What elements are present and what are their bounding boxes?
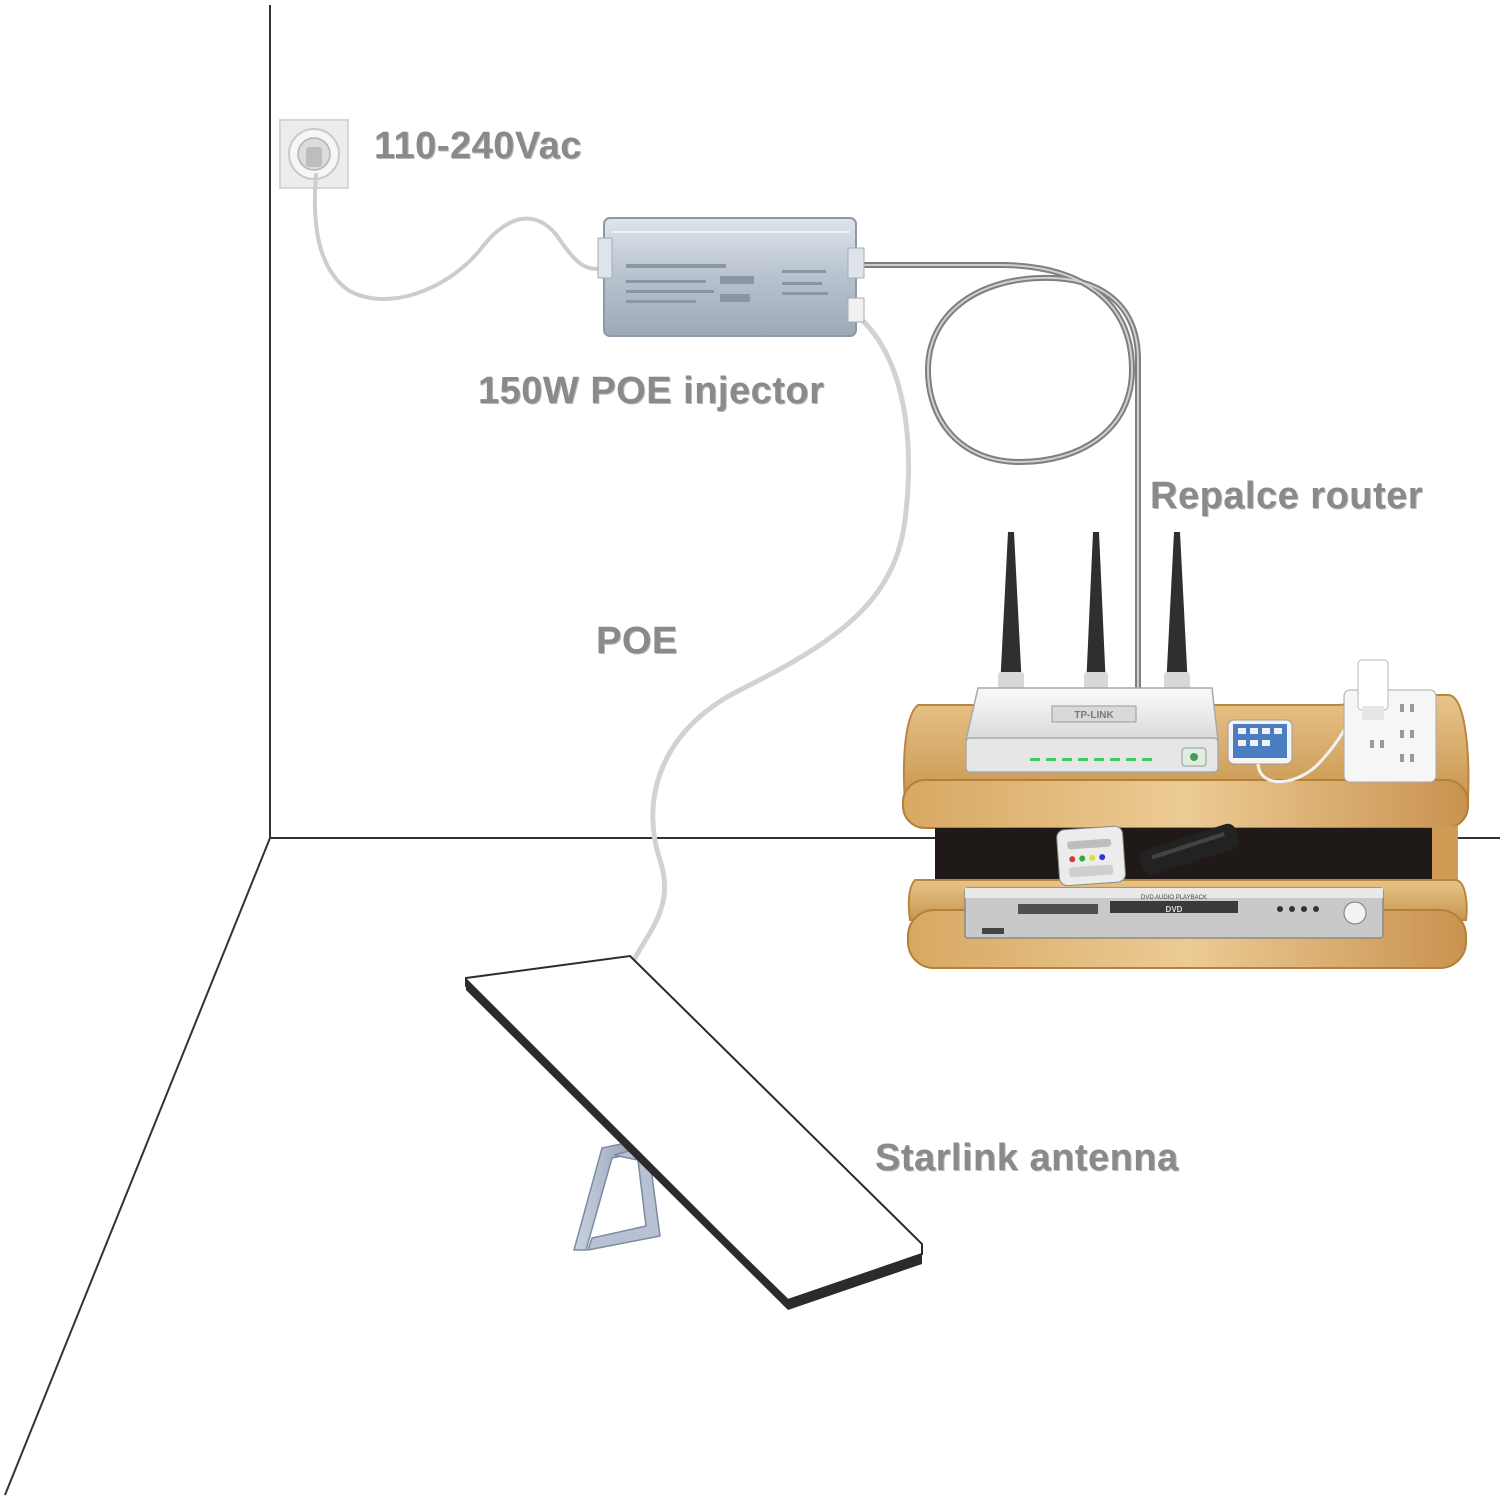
smartphone: [1227, 719, 1293, 765]
poe-cable-label: POE: [596, 620, 678, 662]
poe-injector: [597, 217, 865, 337]
remote-controls: [1056, 823, 1239, 887]
router: TP-LINK: [965, 687, 1219, 773]
injector-label: 150W POE injector: [478, 370, 825, 412]
router-label: Repalce router: [1150, 475, 1424, 517]
router-brand: TP-LINK: [1074, 710, 1114, 721]
power-strip: [1343, 659, 1437, 783]
router-antennas: [998, 532, 1190, 690]
ac-power-cable: [312, 173, 604, 301]
dvd-player-caption: DVD AUDIO PLAYBACK: [1141, 895, 1207, 901]
wall-outlet: [279, 119, 349, 189]
dvd-player-brand: DVD: [1166, 905, 1183, 914]
ethernet-cable-to-router: [855, 262, 1141, 693]
dvd-player: DVD AUDIO PLAYBACK DVD: [964, 887, 1384, 939]
antenna-label: Starlink antenna: [875, 1137, 1179, 1179]
floor-corner-line: [4, 837, 271, 1496]
poe-cable: [632, 315, 911, 961]
power-outlet-label: 110-240Vac: [374, 125, 582, 167]
starlink-dish: [465, 954, 923, 1310]
